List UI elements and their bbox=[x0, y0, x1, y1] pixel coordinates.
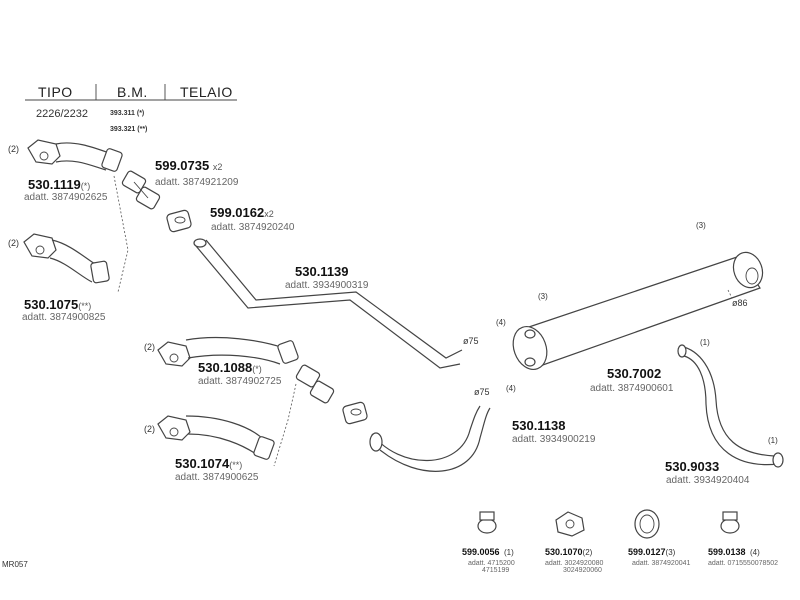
mark-530-7002-inlet-top: (4) bbox=[496, 318, 506, 327]
leader-line-lower bbox=[273, 383, 297, 467]
adatt-530-1119: adatt. 3874902625 bbox=[24, 192, 108, 203]
diameter-530-7002: ø86 bbox=[732, 298, 748, 308]
diameter-530-1138: ø75 bbox=[474, 387, 490, 397]
manifold-pipe-530-1119 bbox=[27, 139, 123, 172]
adatt-530-9033: adatt. 3934920404 bbox=[666, 475, 750, 486]
mark-530-9033-end: (1) bbox=[768, 436, 778, 445]
manifold-pipe-530-1074 bbox=[157, 415, 275, 460]
part-530-9033: 530.9033 bbox=[665, 459, 720, 474]
connector-lower bbox=[295, 364, 335, 404]
connector-599-0735 bbox=[121, 170, 161, 210]
adatt-530-1139: adatt. 3934900319 bbox=[285, 280, 369, 291]
clamp-599-0162 bbox=[166, 209, 192, 233]
mark-530-1119: (2) bbox=[8, 144, 19, 154]
part-530-1119: 530.1119(*) bbox=[28, 177, 91, 192]
leader-diameter-86 bbox=[727, 289, 733, 299]
part-599-0735: 599.0735 x2 bbox=[155, 158, 223, 173]
clamp-icon-599-0056 bbox=[477, 511, 497, 534]
mark-530-1088: (2) bbox=[144, 342, 155, 352]
pipe-530-1138 bbox=[369, 405, 491, 472]
adatt-530-7002: adatt. 3874900601 bbox=[590, 383, 674, 394]
footer-code: MR057 bbox=[2, 560, 28, 569]
mark-530-7002-top: (3) bbox=[696, 221, 706, 230]
header-telaio: TELAIO bbox=[180, 84, 233, 100]
mark-530-9033-top: (1) bbox=[700, 338, 710, 347]
adatt-530-1138: adatt. 3934900219 bbox=[512, 434, 596, 445]
ring-icon-599-0127 bbox=[634, 509, 660, 539]
part-530-1075: 530.1075(**) bbox=[24, 297, 92, 312]
bm-code-2: 393.321 (**) bbox=[110, 126, 148, 133]
legend-item-599-0127: 599.0127(3) adatt. 3874920041 bbox=[628, 547, 691, 567]
part-530-1074: 530.1074(**) bbox=[175, 456, 243, 471]
manifold-pipe-530-1075 bbox=[23, 233, 110, 284]
mark-530-1075: (2) bbox=[8, 238, 19, 248]
mark-530-1074: (2) bbox=[144, 424, 155, 434]
clamp-lower bbox=[342, 401, 368, 425]
adatt-530-1074: adatt. 3874900625 bbox=[175, 472, 259, 483]
muffler-530-7002 bbox=[512, 251, 764, 370]
manifold-pipe-530-1088 bbox=[157, 336, 299, 367]
leader-line-upper bbox=[113, 175, 129, 293]
legend-item-599-0056: 599.0056 (1) adatt. 4715200 4715199 bbox=[462, 547, 515, 574]
mark-530-7002-inlet-bottom: (4) bbox=[506, 384, 516, 393]
gasket-icon-530-1070 bbox=[555, 511, 585, 537]
part-530-1088: 530.1088(*) bbox=[198, 360, 262, 375]
clamp-icon-599-0138 bbox=[720, 511, 740, 534]
part-530-1139: 530.1139 bbox=[295, 264, 349, 279]
part-599-0162: 599.0162x2 bbox=[210, 205, 274, 220]
part-530-1138: 530.1138 bbox=[512, 418, 566, 433]
header-tipo: TIPO bbox=[38, 84, 73, 100]
legend-item-599-0138: 599.0138 (4) adatt. 0715550078502 bbox=[708, 547, 779, 567]
mark-530-7002-left: (3) bbox=[538, 292, 548, 301]
adatt-599-0162: adatt. 3874920240 bbox=[211, 222, 295, 233]
adatt-530-1075: adatt. 3874900825 bbox=[22, 312, 106, 323]
pipe-530-1139 bbox=[193, 238, 463, 369]
tailpipe-530-9033 bbox=[677, 344, 784, 468]
adatt-599-0735: adatt. 3874921209 bbox=[155, 177, 239, 188]
part-530-7002: 530.7002 bbox=[607, 366, 662, 381]
header-bm: B.M. bbox=[117, 84, 148, 100]
model-text: 2226/2232 bbox=[36, 108, 88, 120]
adatt-530-1088: adatt. 3874902725 bbox=[198, 376, 282, 387]
diameter-530-1139: ø75 bbox=[463, 336, 479, 346]
legend-item-530-1070: 530.1070(2) adatt. 3024920080 3024920060 bbox=[545, 547, 604, 574]
bm-code-1: 393.311 (*) bbox=[110, 110, 145, 117]
